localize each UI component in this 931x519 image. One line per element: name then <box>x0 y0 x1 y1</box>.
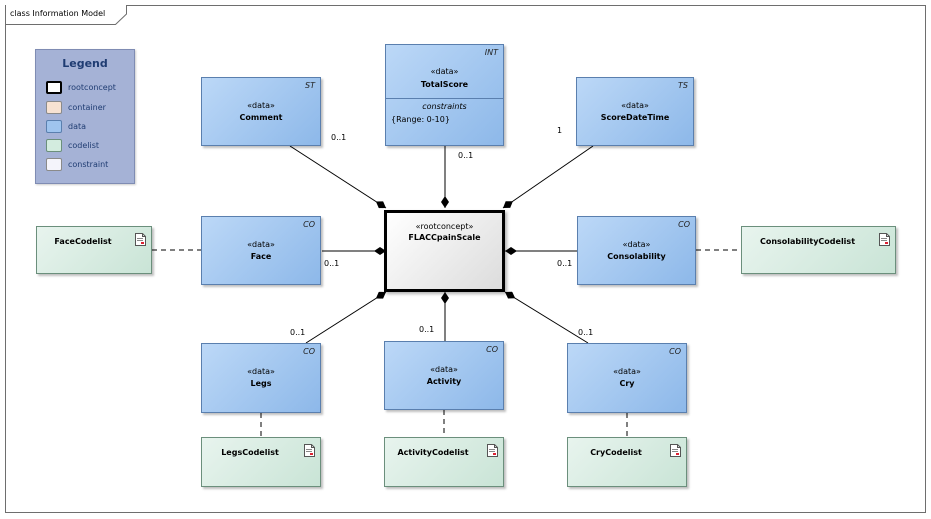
legend-label: container <box>68 103 106 112</box>
constraints-title: constraints <box>422 102 467 111</box>
multiplicity-cry: 0..1 <box>578 328 594 337</box>
node-name: Comment <box>239 113 283 122</box>
composition-legs[interactable] <box>305 291 387 344</box>
legend-title: Legend <box>62 57 108 70</box>
node-name: TotalScore <box>420 80 469 89</box>
node-name: FLACCpainScale <box>408 233 481 242</box>
diagram-frame <box>5 5 926 513</box>
legend-label: codelist <box>68 141 100 150</box>
node-stereotype: «data» <box>430 67 459 76</box>
node-stereotype: «data» <box>430 365 458 374</box>
node-name: ScoreDateTime <box>600 113 670 122</box>
codelist-activity[interactable]: ActivityCodelist <box>384 437 504 487</box>
compartment-divider <box>386 98 503 99</box>
composition-cry[interactable] <box>504 291 589 344</box>
node-stereotype: «data» <box>247 367 275 376</box>
legend-label: rootconcept <box>68 83 116 92</box>
node-type-tag: TS <box>678 81 688 90</box>
multiplicity-total-score: 0..1 <box>458 151 474 160</box>
node-type-tag: CO <box>303 347 315 356</box>
codelist-face[interactable]: FaceCodelist <box>36 226 152 274</box>
codelist-name: CryCodelist <box>590 448 642 457</box>
node-type-tag: CO <box>303 220 315 229</box>
frame-title-tab <box>5 5 127 25</box>
codelist-name: ConsolabilityCodelist <box>759 237 856 246</box>
node-stereotype: «data» <box>247 101 275 110</box>
legend-swatch <box>46 158 62 171</box>
codelist-name: FaceCodelist <box>54 237 112 246</box>
composition-comment[interactable] <box>289 145 387 209</box>
node-type-tag: INT <box>484 48 498 57</box>
document-icon <box>670 444 681 457</box>
node-flacc-pain-scale[interactable]: «rootconcept» FLACCpainScale <box>384 210 505 292</box>
node-name: Activity <box>426 377 462 386</box>
node-name: Consolability <box>607 252 666 261</box>
node-type-tag: CO <box>678 220 690 229</box>
codelist-legs[interactable]: LegsCodelist <box>201 437 321 487</box>
node-name: Legs <box>250 379 272 388</box>
multiplicity-face: 0..1 <box>324 259 340 268</box>
node-face[interactable]: CO «data» Face <box>201 216 321 285</box>
node-stereotype: «rootconcept» <box>415 222 474 231</box>
node-type-tag: ST <box>305 81 315 90</box>
node-total-score[interactable]: INT «data» TotalScore constraints {Range… <box>385 44 504 146</box>
codelist-consolability[interactable]: ConsolabilityCodelist <box>741 226 896 274</box>
node-consolability[interactable]: CO «data» Consolability <box>577 216 696 285</box>
document-icon <box>879 233 890 246</box>
node-stereotype: «data» <box>247 240 275 249</box>
multiplicity-activity: 0..1 <box>419 325 435 334</box>
node-name: Cry <box>619 379 635 388</box>
legend-swatch <box>46 81 62 94</box>
document-icon <box>304 444 315 457</box>
node-cry[interactable]: CO «data» Cry <box>567 343 687 413</box>
document-icon <box>135 233 146 246</box>
frame-title: class Information Model <box>10 9 106 18</box>
node-stereotype: «data» <box>613 367 641 376</box>
node-legs[interactable]: CO «data» Legs <box>201 343 321 413</box>
node-name: Face <box>250 252 272 261</box>
legend-swatch <box>46 139 62 152</box>
codelist-name: LegsCodelist <box>221 448 279 457</box>
legend-swatch <box>46 101 62 114</box>
node-activity[interactable]: CO «data» Activity <box>384 341 504 410</box>
node-stereotype: «data» <box>621 101 649 110</box>
node-type-tag: CO <box>669 347 681 356</box>
legend: Legend rootconcept container data codeli… <box>35 49 135 184</box>
multiplicity-comment: 0..1 <box>331 133 347 142</box>
multiplicity-legs: 0..1 <box>290 328 306 337</box>
node-score-date-time[interactable]: TS «data» ScoreDateTime <box>576 77 694 146</box>
composition-score-date-time[interactable] <box>502 145 594 209</box>
codelist-name: ActivityCodelist <box>397 448 469 457</box>
node-comment[interactable]: ST «data» Comment <box>201 77 321 146</box>
node-type-tag: CO <box>486 345 498 354</box>
legend-label: constraint <box>68 160 109 169</box>
document-icon <box>487 444 498 457</box>
legend-label: data <box>68 122 87 131</box>
legend-swatch <box>46 120 62 133</box>
node-stereotype: «data» <box>622 240 651 249</box>
multiplicity-score-date-time: 1 <box>557 126 563 135</box>
constraint-text: {Range: 0-10} <box>391 115 450 124</box>
codelist-cry[interactable]: CryCodelist <box>567 437 687 487</box>
multiplicity-consolability: 0..1 <box>557 259 573 268</box>
